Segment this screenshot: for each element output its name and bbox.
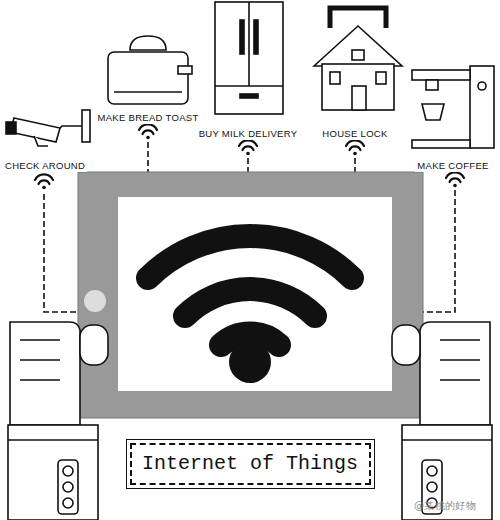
toaster-icon	[108, 36, 192, 104]
left-hand	[8, 322, 108, 520]
device-label: HOUSE LOCK	[320, 128, 389, 140]
device-label: BUY MILK DELIVERY	[197, 128, 300, 140]
device-label: CHECK AROUND	[3, 160, 87, 172]
title-text: Internet of Things	[142, 451, 359, 477]
wifi-symbol	[148, 236, 352, 345]
right-hand	[392, 322, 492, 520]
tablet-screen	[118, 197, 392, 391]
house-icon	[314, 8, 402, 110]
coffee-machine-icon	[412, 66, 494, 148]
tablet-frame	[78, 172, 423, 418]
title-box: Internet of Things	[130, 443, 371, 485]
camera-icon	[6, 110, 90, 146]
device-label: MAKE COFFEE	[415, 160, 490, 172]
home-button	[84, 290, 106, 312]
fridge-icon	[215, 2, 283, 114]
device-label: MAKE BREAD TOAST	[95, 112, 200, 124]
watermark: @某桃的好物	[412, 500, 478, 512]
